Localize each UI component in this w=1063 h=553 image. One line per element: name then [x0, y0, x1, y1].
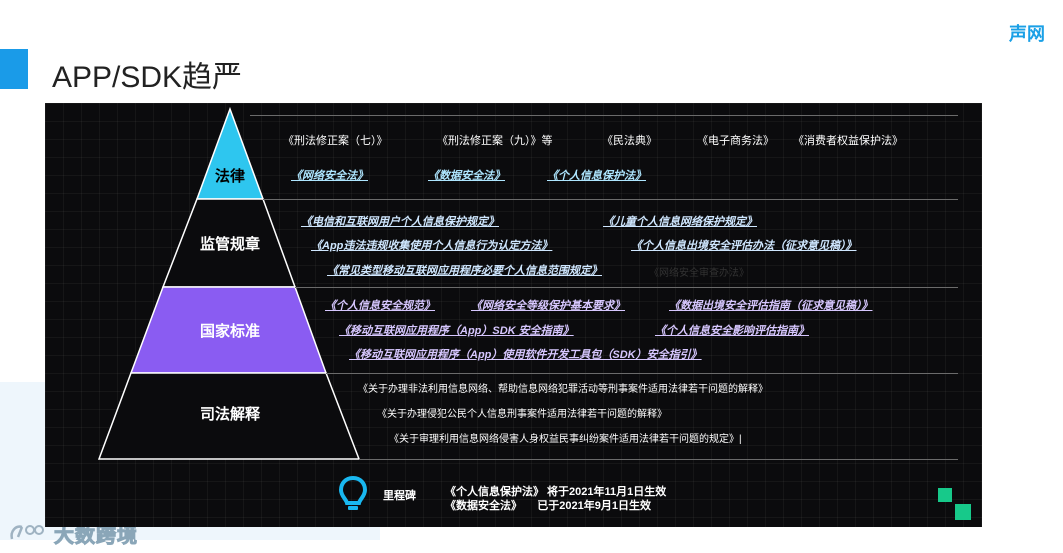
tier-label-standard: 国家标准	[199, 323, 260, 340]
brand-logo: 声网	[1009, 24, 1045, 44]
law-item: 《消费者权益保护法》	[793, 135, 903, 147]
regulation-item: 《常见类型移动互联网应用程序必要个人信息范围规定》	[327, 265, 602, 277]
title-accent-bar	[0, 49, 28, 89]
standard-item: 《个人信息安全影响评估指南》	[655, 325, 809, 337]
law-item: 《刑法修正案（七）》	[283, 135, 388, 147]
pyramid-diagram	[97, 106, 361, 460]
watermark-text: 大数跨境	[54, 525, 138, 548]
divider	[326, 373, 958, 374]
regulation-item: 《电信和互联网用户个人信息保护规定》	[301, 216, 499, 228]
judicial-item: 《关于办理非法利用信息网络、帮助信息网络犯罪活动等刑事案件适用法律若干问题的解释…	[358, 384, 768, 395]
divider	[295, 287, 958, 288]
divider	[250, 115, 958, 116]
regulation-item: 《App违法违规收集使用个人信息行为认定方法》	[311, 240, 553, 252]
standard-item: 《移动互联网应用程序（App）使用软件开发工具包（SDK）安全指引》	[349, 349, 702, 361]
law-highlight-item: 《个人信息保护法》	[547, 170, 646, 182]
standard-item: 《数据出境安全评估指南（征求意见稿）》	[669, 300, 873, 312]
judicial-item: 《关于审理利用信息网络侵害人身权益民事纠纷案件适用法律若干问题的规定》|	[389, 434, 742, 445]
milestone-line: 《个人信息保护法》 将于2021年11月1日生效	[445, 486, 667, 498]
law-item: 《民法典》	[602, 135, 657, 147]
standard-item: 《个人信息安全规范》	[325, 300, 435, 312]
law-highlight-item: 《网络安全法》	[291, 170, 368, 182]
judicial-item: 《关于办理侵犯公民个人信息刑事案件适用法律若干问题的解释》	[377, 409, 667, 420]
standard-item: 《移动互联网应用程序（App）SDK 安全指南》	[339, 325, 574, 337]
regulation-item: 《网络安全审查办法》	[649, 268, 749, 279]
law-highlight-item: 《数据安全法》	[428, 170, 505, 182]
law-item: 《电子商务法》	[697, 135, 774, 147]
decorative-square	[955, 504, 971, 520]
page-title: APP/SDK趋严	[52, 61, 243, 94]
tier-label-law: 法律	[214, 168, 245, 185]
regulation-item: 《儿童个人信息网络保护规定》	[603, 216, 757, 228]
divider	[263, 199, 958, 200]
milestone-line: 《数据安全法》 已于2021年9月1日生效	[445, 500, 651, 512]
tier-label-regulation: 监管规章	[199, 236, 260, 253]
brand-logo-icon	[10, 525, 44, 540]
law-item: 《刑法修正案（九）》等	[437, 135, 553, 147]
regulation-item: 《个人信息出境安全评估办法（征求意见稿）》	[631, 240, 857, 252]
pyramid-slide: 法律 监管规章 国家标准 司法解释 《刑法修正案（七）》 《刑法修正案（九）》等…	[45, 103, 982, 527]
milestone-label: 里程碑	[383, 490, 416, 502]
lightbulb-icon	[338, 475, 368, 510]
standard-item: 《网络安全等级保护基本要求》	[471, 300, 625, 312]
divider	[359, 459, 958, 460]
decorative-square	[938, 488, 952, 502]
tier-label-judicial: 司法解释	[199, 406, 260, 423]
